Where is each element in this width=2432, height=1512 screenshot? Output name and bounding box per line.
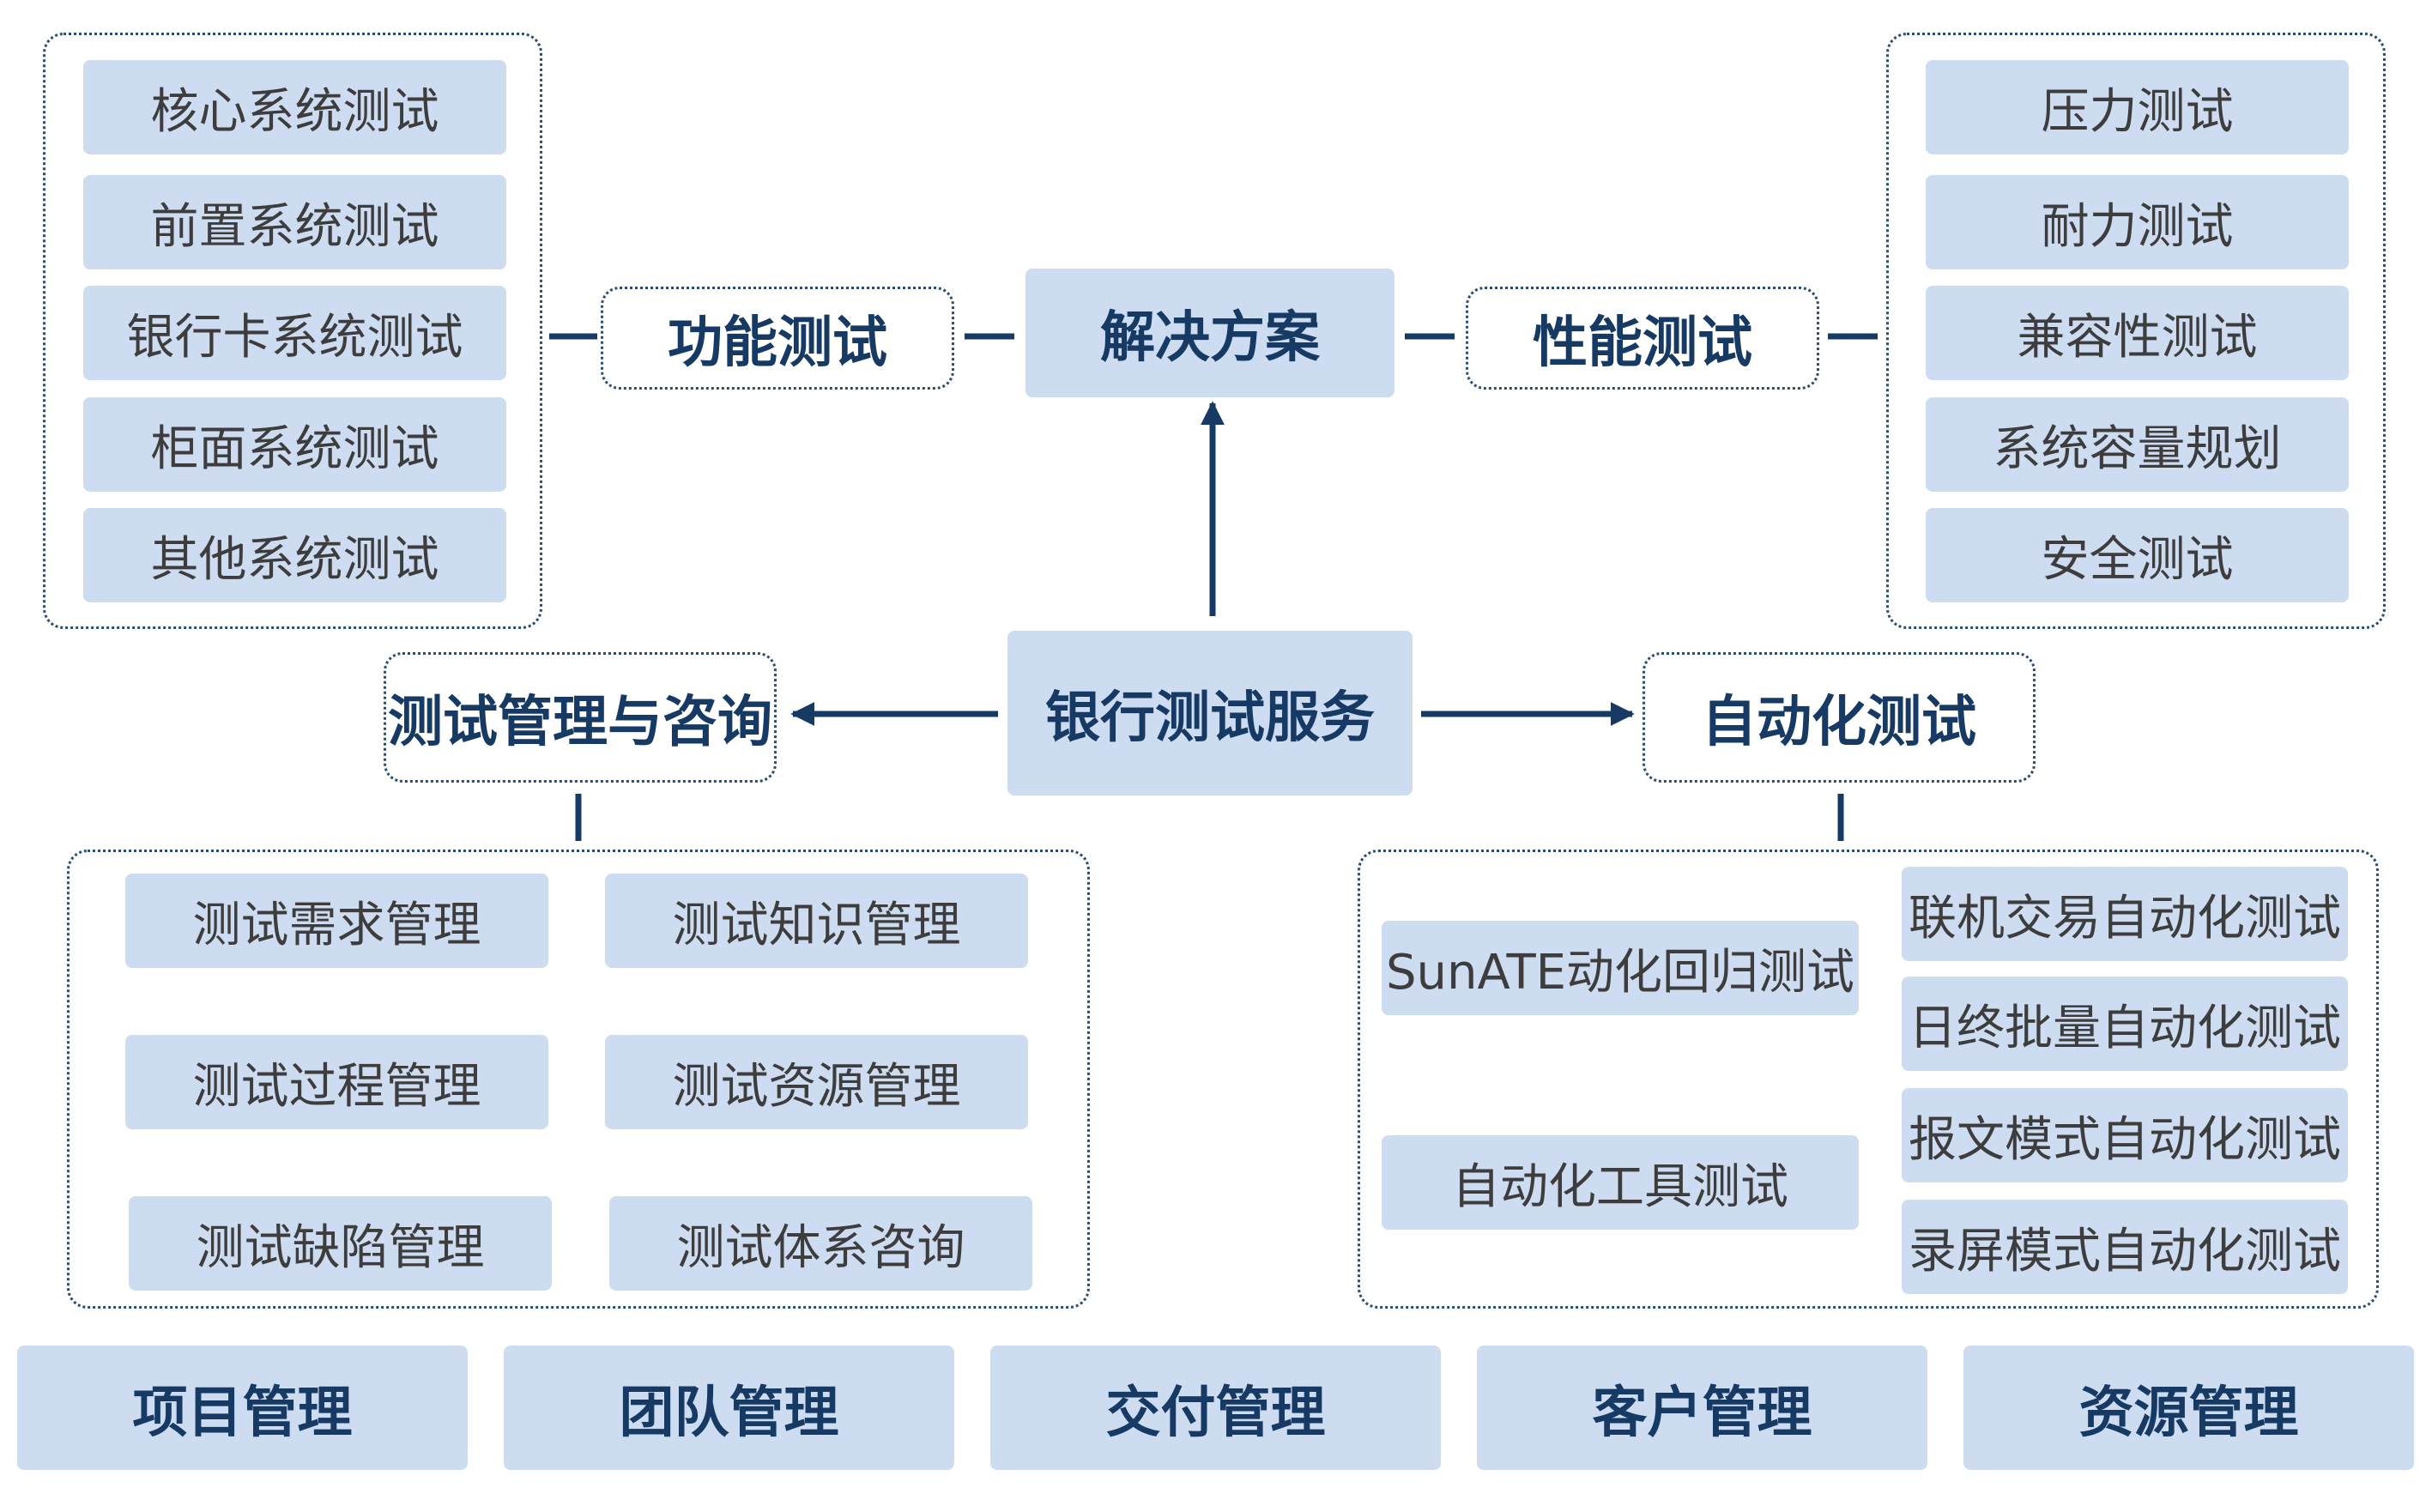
solution-box: 解决方案 xyxy=(1025,269,1394,397)
automation-right-item: 报文模式自动化测试 xyxy=(1902,1088,2348,1182)
performance-item: 兼容性测试 xyxy=(1926,286,2349,380)
performance-item: 系统容量规划 xyxy=(1926,397,2349,492)
management-group xyxy=(67,850,1090,1309)
management-item: 测试体系咨询 xyxy=(609,1196,1032,1291)
bottom-item-team-management: 团队管理 xyxy=(504,1346,954,1470)
bottom-item-project-management: 项目管理 xyxy=(17,1346,468,1470)
automation-left-item: 自动化工具测试 xyxy=(1382,1135,1859,1230)
bank-test-service-center: 银行测试服务 xyxy=(1007,631,1413,795)
automation-left-item: SunATE动化回归测试 xyxy=(1382,921,1859,1015)
functional-item: 前置系统测试 xyxy=(83,175,506,269)
management-title: 测试管理与咨询 xyxy=(384,652,777,783)
performance-test-title: 性能测试 xyxy=(1466,287,1819,390)
functional-item: 其他系统测试 xyxy=(83,508,506,602)
automation-right-item: 日终批量自动化测试 xyxy=(1902,977,2348,1071)
functional-group xyxy=(43,33,542,629)
management-item: 测试过程管理 xyxy=(125,1035,548,1129)
functional-item: 核心系统测试 xyxy=(83,60,506,154)
performance-item: 耐力测试 xyxy=(1926,175,2349,269)
performance-group xyxy=(1886,33,2386,629)
automation-right-item: 录屏模式自动化测试 xyxy=(1902,1200,2348,1294)
management-item: 测试知识管理 xyxy=(605,874,1028,968)
automation-title: 自动化测试 xyxy=(1643,652,2036,783)
automation-right-item: 联机交易自动化测试 xyxy=(1902,867,2348,961)
automation-group xyxy=(1358,850,2379,1309)
management-item: 测试资源管理 xyxy=(605,1035,1028,1129)
management-item: 测试需求管理 xyxy=(125,874,548,968)
bottom-item-resource-management: 资源管理 xyxy=(1963,1346,2414,1470)
bottom-item-customer-management: 客户管理 xyxy=(1477,1346,1927,1470)
functional-test-title: 功能测试 xyxy=(601,287,954,390)
functional-item: 柜面系统测试 xyxy=(83,397,506,492)
bottom-item-delivery-management: 交付管理 xyxy=(990,1346,1441,1470)
performance-item: 压力测试 xyxy=(1926,60,2349,154)
management-item: 测试缺陷管理 xyxy=(129,1196,552,1291)
functional-item: 银行卡系统测试 xyxy=(83,286,506,380)
performance-item: 安全测试 xyxy=(1926,508,2349,602)
